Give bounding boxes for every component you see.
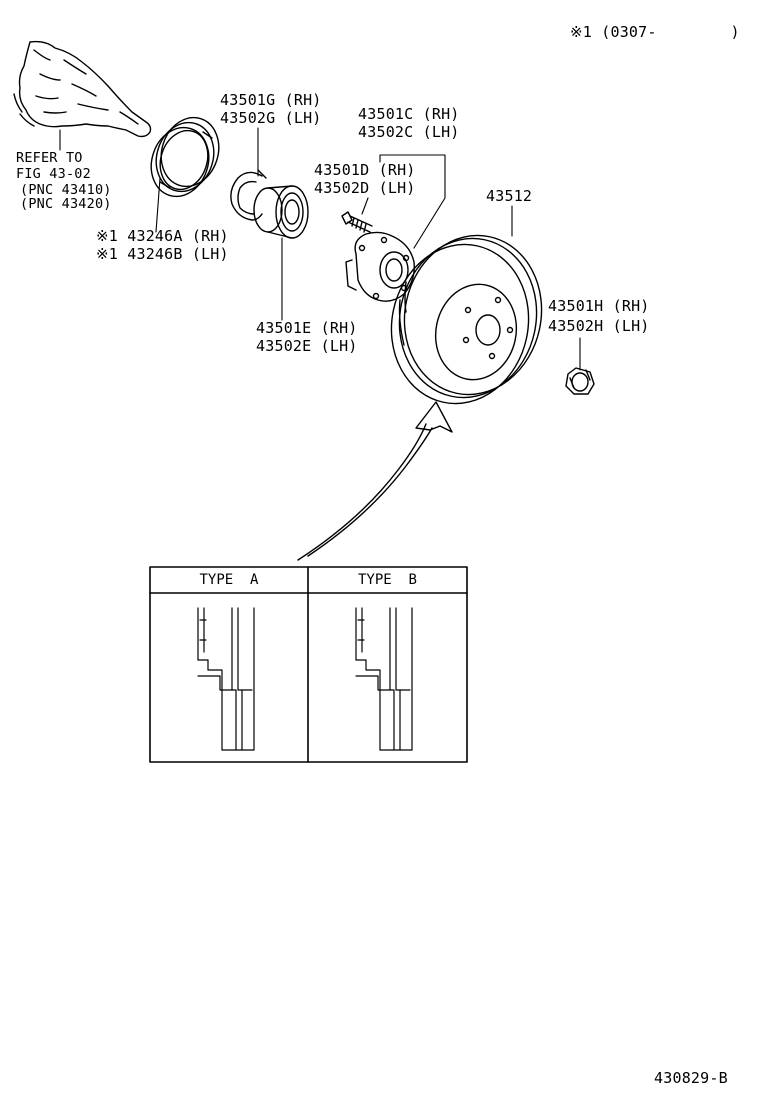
part-label-43502h[interactable]: 43502H (LH) (548, 317, 650, 335)
type-a-section (197, 607, 255, 751)
part-label-43501d[interactable]: 43501D (RH) (314, 161, 416, 179)
pointing-hand-icon (13, 40, 152, 138)
part-label-43501g[interactable]: 43501G (RH) (220, 91, 322, 109)
hub-bolt (341, 211, 373, 233)
dust-deflector (150, 116, 220, 198)
snap-ring (230, 169, 267, 221)
part-label-43501e[interactable]: 43501E (RH) (256, 319, 358, 337)
type-detail-table (149, 566, 468, 763)
leader-lines (59, 127, 581, 371)
part-label-43246a[interactable]: ※1 43246A (RH) (96, 227, 229, 245)
refer-to-line-1: REFER TO (16, 150, 83, 166)
part-label-43502d[interactable]: 43502D (LH) (314, 179, 416, 197)
detail-arrow (297, 401, 453, 561)
part-label-43502c[interactable]: 43502C (LH) (358, 123, 460, 141)
part-label-43246b[interactable]: ※1 43246B (LH) (96, 245, 229, 263)
disc-rotor (390, 234, 543, 405)
type-a-header: TYPE A (199, 572, 259, 588)
part-label-43502g[interactable]: 43502G (LH) (220, 109, 322, 127)
hub-nut (565, 367, 595, 395)
applicability-note: ※1 (0307- ) (570, 23, 740, 41)
type-b-section (355, 607, 413, 751)
part-label-43512[interactable]: 43512 (486, 187, 533, 205)
refer-to-line-2: FIG 43-02 (16, 166, 91, 182)
refer-to-line-3: (PNC 43410) (20, 182, 112, 198)
refer-to-line-4: (PNC 43420) (20, 196, 112, 212)
part-label-43501c[interactable]: 43501C (RH) (358, 105, 460, 123)
axle-hub (345, 231, 415, 302)
part-label-43502e[interactable]: 43502E (LH) (256, 337, 358, 355)
part-label-43501h[interactable]: 43501H (RH) (548, 297, 650, 315)
hub-bearing (253, 185, 309, 239)
type-b-header: TYPE B (357, 572, 417, 588)
figure-code: 430829-B (654, 1069, 728, 1087)
